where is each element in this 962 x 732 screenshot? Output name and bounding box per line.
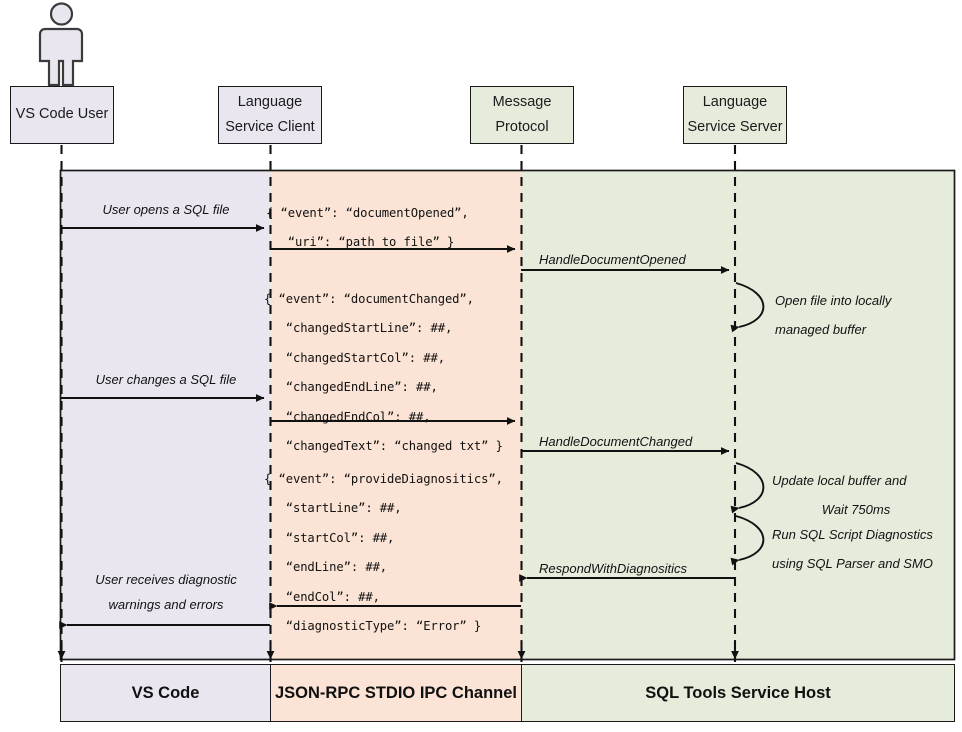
participant-label-line1: VS Code User	[15, 106, 109, 123]
self-arrow-open-file	[730, 282, 765, 333]
participant-label-line2: Service Client	[225, 119, 315, 135]
participant-label-line1: Language	[702, 93, 768, 110]
self-arrow-run-diagnostics	[730, 515, 765, 566]
payload-document-changed: { “event”: “documentChanged”, “changedSt…	[264, 292, 503, 454]
lane-footer-label: JSON-RPC STDIO IPC Channel	[274, 683, 518, 702]
payload-provide-diagnositics: { “event”: “provideDiagnositics”, “start…	[264, 472, 503, 634]
lane-footer-label: VS Code	[131, 683, 200, 702]
participant-box-vs-code-user[interactable]: VS Code User	[10, 86, 114, 144]
note-run-diagnostics-line2: using SQL Parser and SMO	[772, 556, 933, 571]
note-open-file-line2: managed buffer	[775, 322, 867, 337]
label-user-changes-sql-file: User changes a SQL file	[95, 372, 237, 387]
participant-box-message-protocol[interactable]: Message Protocol	[470, 86, 574, 144]
participant-box-language-service-client[interactable]: Language Service Client	[218, 86, 322, 144]
label-respond-with-diagnositics: RespondWithDiagnositics	[539, 561, 688, 576]
participant-label-line1: Language	[237, 93, 303, 110]
lane-footer-label: SQL Tools Service Host	[645, 683, 831, 702]
note-update-buffer-line1: Update local buffer and	[772, 473, 907, 488]
label-handle-document-changed: HandleDocumentChanged	[539, 434, 693, 449]
participant-label-line2: Protocol	[495, 119, 549, 135]
lane-footer-sql-tools-service-host[interactable]: SQL Tools Service Host	[521, 664, 955, 722]
participant-box-language-service-server[interactable]: Language Service Server	[683, 86, 787, 144]
self-arrow-update-buffer	[730, 462, 765, 514]
participant-label-line2: Service Server	[687, 119, 783, 135]
label-handle-document-opened: HandleDocumentOpened	[539, 252, 686, 267]
lane-footer-vs-code[interactable]: VS Code	[60, 664, 271, 722]
label-user-receives-diagnostics-line1: User receives diagnostic	[95, 572, 237, 587]
lane-footer-json-rpc-stdio-ipc-channel[interactable]: JSON-RPC STDIO IPC Channel	[270, 664, 522, 722]
note-update-buffer-line2: Wait 750ms	[821, 502, 891, 517]
label-user-receives-diagnostics-line2: warnings and errors	[108, 597, 224, 612]
lane-band-host	[521, 170, 955, 660]
participant-label-line1: Message	[492, 93, 552, 110]
note-run-diagnostics-line1: Run SQL Script Diagnostics	[772, 527, 933, 542]
note-open-file-line1: Open file into locally	[775, 293, 892, 308]
person-icon	[38, 2, 84, 87]
payload-document-opened: { “event”: “documentOpened”, “uri”: “pat…	[266, 206, 469, 250]
label-user-opens-sql-file: User opens a SQL file	[102, 202, 230, 217]
